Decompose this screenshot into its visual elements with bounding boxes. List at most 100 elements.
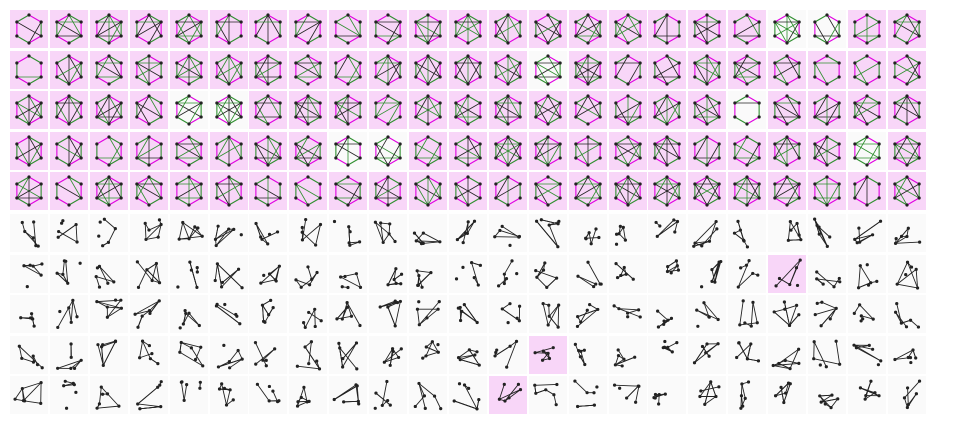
graph-node [67,94,71,98]
graph-node [254,362,258,366]
graph-node [904,325,908,329]
graph-node [318,20,323,24]
graph-edge [255,143,269,165]
graph-drawing [500,302,521,325]
graph-edge [427,55,441,63]
graph-node [757,155,761,160]
graph-node [186,13,191,17]
graph-edge [654,176,668,185]
graph-node [546,53,550,58]
graph-edge [356,273,362,287]
graph-drawing [20,220,40,248]
graph-node [302,321,306,325]
graph-edge [415,183,429,206]
graph-node [677,60,682,65]
hexagon-graph-cell [568,91,607,129]
graph-node [266,175,270,179]
graph-edge [14,388,23,400]
graph-edge [269,265,281,274]
graph-node [837,141,841,146]
random-graph-cell [528,376,567,414]
graph-node [319,222,323,227]
graph-edge [375,62,401,77]
graph-node [318,155,323,160]
random-graph-cell [728,295,767,333]
hexagon-graph-cell [887,50,926,89]
graph-edge [615,55,628,63]
hexagon-graph-cell [129,91,168,129]
graph-node [135,259,139,263]
graph-node [278,182,283,186]
graph-node [620,363,624,368]
graph-drawing [55,13,83,45]
graph-node [398,20,402,24]
graph-node [917,196,921,200]
graph-edge [575,55,588,63]
graph-edge [507,116,521,125]
random-graph-cell [129,376,168,414]
graph-node [812,356,816,360]
graph-node [199,101,203,105]
graph-node [696,324,700,328]
graph-edge [335,176,349,185]
graph-node [494,34,498,38]
graph-node [79,74,83,79]
graph-edge [819,395,826,405]
graph-drawing [374,94,402,126]
graph-edge [57,224,77,238]
graph-drawing [261,298,276,324]
graph-node [693,34,697,38]
graph-node [29,312,34,316]
graph-node [614,242,618,246]
graph-edge [494,345,511,356]
graph-edge [176,35,189,44]
graph-node [386,41,390,45]
graph-drawing [294,94,323,126]
graph-node [779,385,783,389]
graph-edge [615,55,628,77]
graph-edge [340,276,361,288]
graph-node [666,269,670,273]
graph-drawing [455,219,477,245]
graph-edge [615,14,628,37]
graph-node [261,358,265,362]
graph-node [773,20,777,24]
graph-edge [495,116,509,125]
graph-node [466,13,470,17]
graph-node [239,20,243,24]
graph-node [20,386,24,391]
graph-node [358,115,362,119]
graph-edge [906,143,920,165]
graph-edge [615,102,640,118]
graph-node [426,94,430,98]
random-graph-cell [448,295,487,333]
graph-edge [387,55,401,63]
graph-drawing [177,340,204,367]
graph-node [214,115,218,119]
random-graph-cell [728,376,767,414]
graph-node [865,134,869,139]
graph-node [716,341,720,345]
graph-drawing [786,220,803,242]
graph-drawing [902,379,921,410]
graph-edge [467,197,481,206]
graph-node [194,285,199,289]
graph-node [914,392,918,396]
graph-edge [471,261,479,285]
graph-node [714,394,718,399]
graph-node [199,115,203,119]
graph-node [673,230,677,234]
graph-edge [347,176,361,185]
graph-edge [106,299,122,318]
graph-drawing [733,219,750,249]
graph-edge [228,116,241,125]
graph-edge [148,136,162,144]
random-graph-cell [728,214,767,252]
graph-edge [417,271,432,286]
graph-edge [703,302,710,318]
graph-edge [813,357,840,365]
graph-edge [752,302,758,323]
graph-edge [746,76,760,84]
graph-drawing [575,303,599,329]
graph-edge [547,143,561,165]
